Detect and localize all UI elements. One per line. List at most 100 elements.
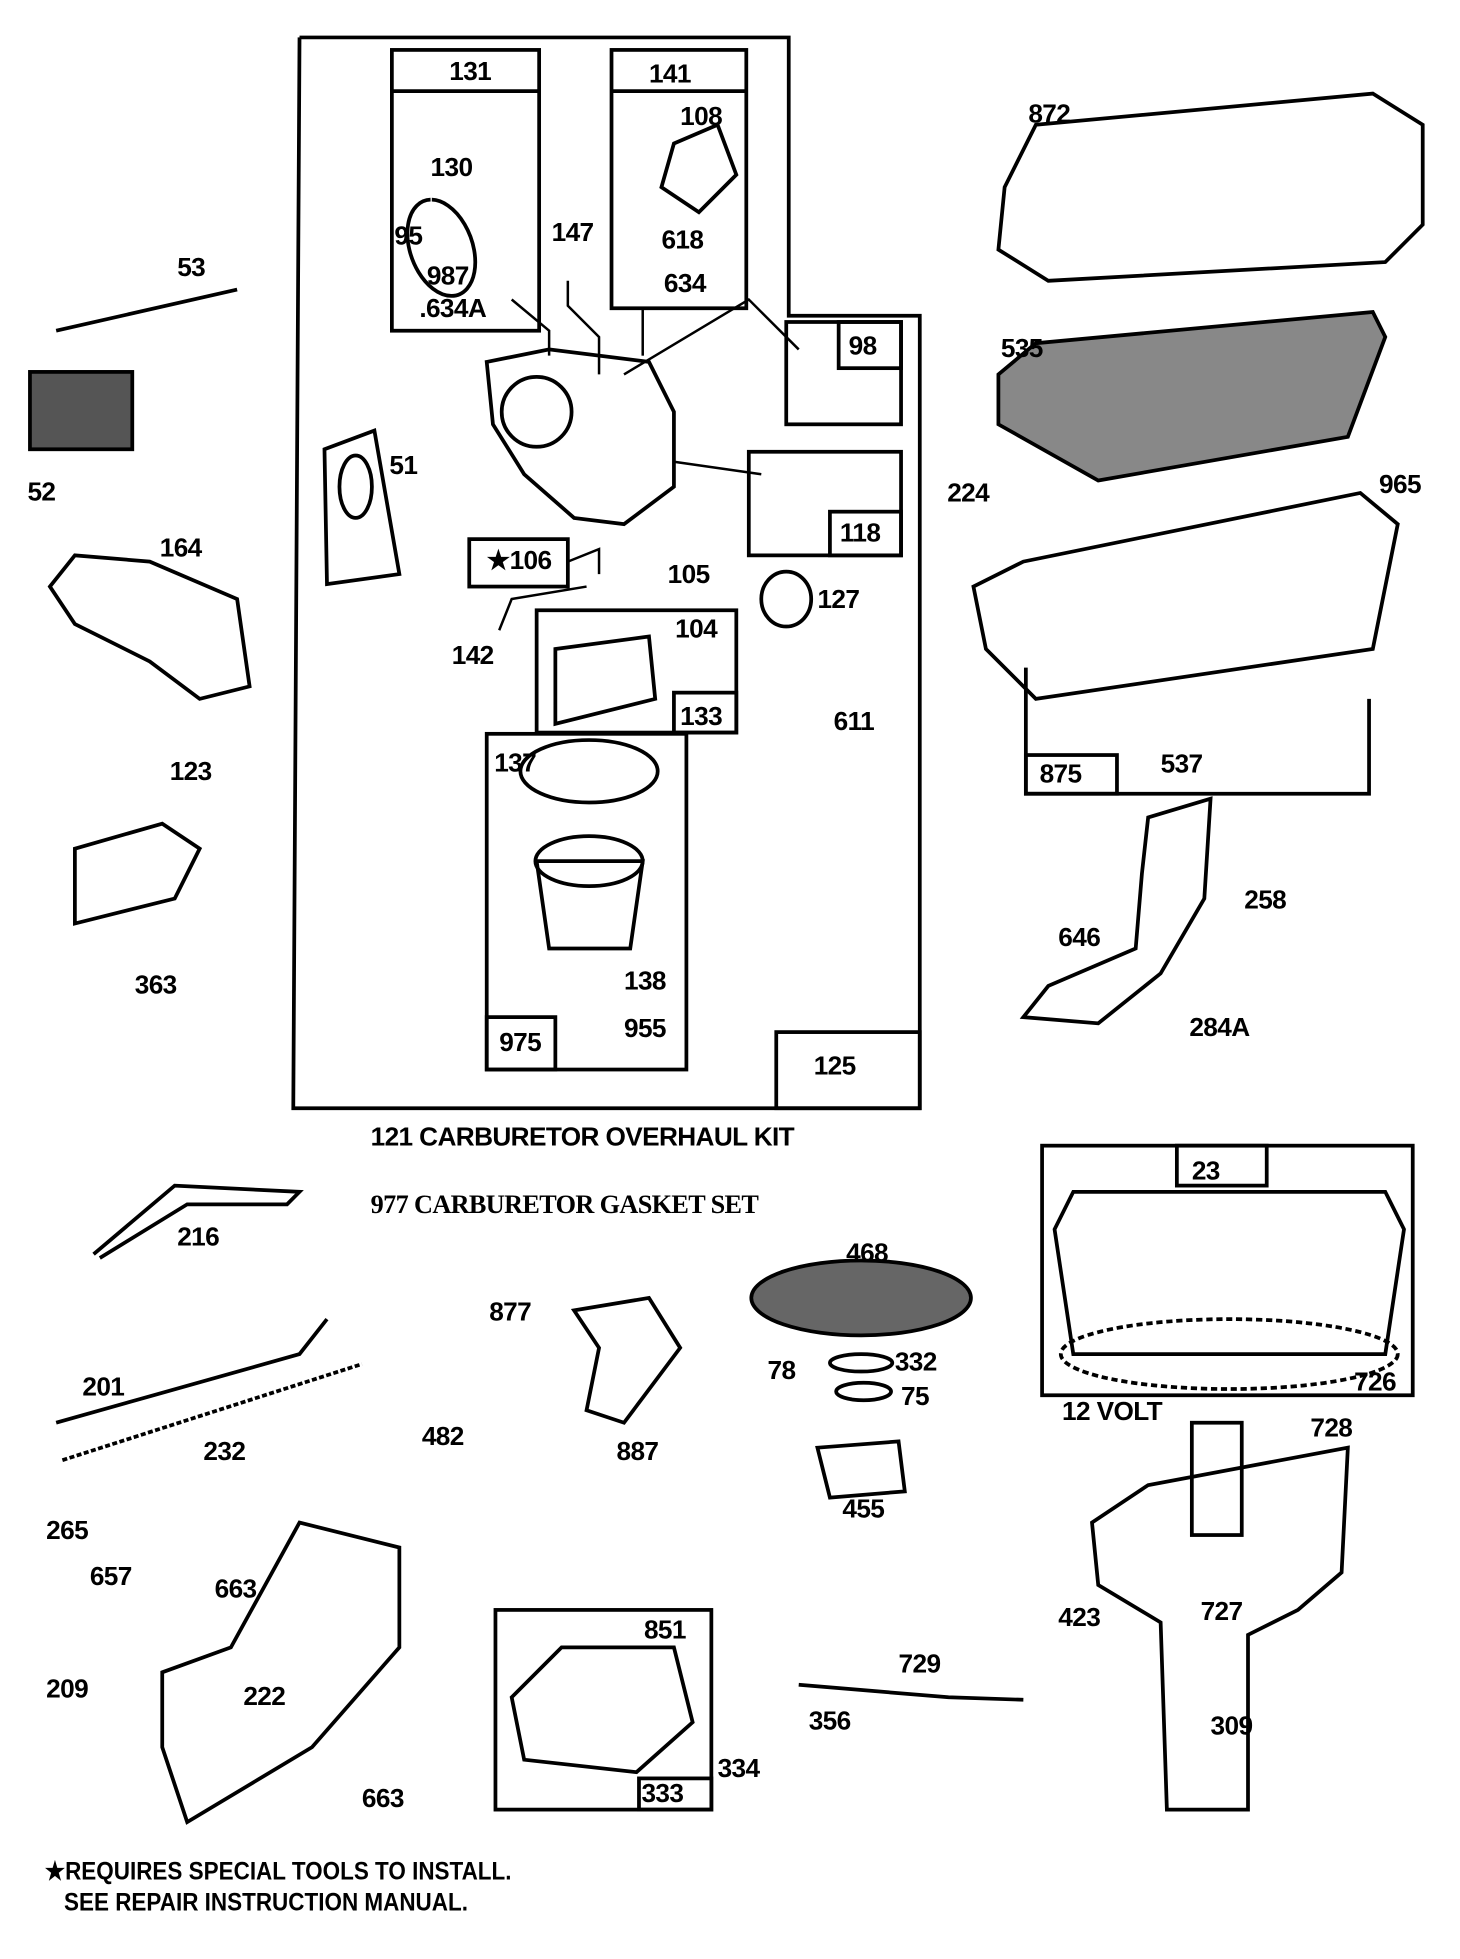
part-label-125: 125	[813, 1052, 856, 1081]
control-bracket-222-part	[160, 1520, 402, 1825]
part-label-728: 728	[1310, 1413, 1353, 1443]
voltage-label: 12 VOLT	[1062, 1397, 1163, 1427]
part-label-363: 363	[134, 970, 177, 1000]
box-333	[493, 1608, 714, 1812]
part-label-468: 468	[846, 1239, 889, 1268]
screen-468-part	[749, 1258, 973, 1338]
part-label-147: 147	[551, 218, 594, 248]
part-label-332: 332	[894, 1347, 937, 1377]
part-label-209: 209	[46, 1674, 89, 1704]
carburetor-frame	[291, 35, 922, 1111]
part-label-965: 965	[1379, 470, 1421, 500]
footnote-line-1: ★REQUIRES SPECIAL TOOLS TO INSTALL.	[44, 1858, 512, 1886]
part-label-108: 108	[680, 102, 723, 132]
ignition-module-887-part	[570, 1295, 683, 1425]
part-label-646: 646	[1058, 923, 1101, 953]
box-118	[746, 449, 903, 558]
part-label-657: 657	[89, 1562, 132, 1592]
part-label-265: 265	[46, 1516, 89, 1546]
rod-201-part	[55, 1317, 329, 1425]
footnote: ★REQUIRES SPECIAL TOOLS TO INSTALL. SEE …	[45, 1857, 512, 1919]
part-label-142: 142	[451, 641, 494, 671]
part-label-258: 258	[1244, 886, 1287, 915]
rod-232-part	[61, 1362, 363, 1462]
part-label-309: 309	[1210, 1712, 1253, 1741]
box-106	[467, 537, 570, 589]
gasket-set-label: 977 CARBURETOR GASKET SET	[370, 1189, 759, 1220]
part-label-618: 618	[661, 225, 704, 255]
overhaul-kit-label: 121 CARBURETOR OVERHAUL KIT	[370, 1123, 795, 1152]
part-label-875: 875	[1039, 760, 1082, 789]
clip-133-part	[553, 634, 658, 727]
part-label-535: 535	[1000, 334, 1043, 364]
part-label-75: 75	[901, 1382, 930, 1412]
part-label-51: 51	[389, 451, 418, 481]
part-label-334: 334	[717, 1754, 760, 1784]
part-label-423: 423	[1058, 1603, 1101, 1633]
diaphragm-130-part	[405, 197, 478, 298]
part-label-53: 53	[177, 253, 206, 283]
part-label-201: 201	[82, 1372, 125, 1402]
cup-455-part	[815, 1439, 907, 1500]
part-label-133: 133	[680, 702, 723, 732]
ring-127-part	[759, 569, 814, 629]
part-label-131: 131	[449, 57, 492, 87]
part-label-123: 123	[169, 757, 212, 787]
part-label-987: 987	[426, 262, 469, 291]
part-label-216: 216	[177, 1223, 220, 1252]
part-label-851: 851	[643, 1616, 686, 1645]
part-label-106: ★106	[486, 546, 552, 576]
part-label-23: 23	[1191, 1156, 1221, 1186]
part-label-634: 634	[663, 269, 706, 299]
part-label-455: 455	[842, 1495, 885, 1524]
flywheel-part	[1052, 1189, 1406, 1356]
link-216-part	[92, 1183, 304, 1260]
part-label-611: 611	[833, 707, 875, 737]
part-label-105: 105	[667, 560, 710, 590]
part-label-333: 333	[641, 1779, 684, 1809]
part-label-130: 130	[430, 153, 473, 183]
part-label-872: 872	[1028, 99, 1071, 129]
gasket-137-part	[518, 738, 660, 805]
intake-164-part	[47, 553, 252, 701]
part-label-118: 118	[839, 519, 881, 548]
part-label-887: 887	[616, 1437, 659, 1467]
part-label-537: 537	[1160, 750, 1203, 779]
bowl-part	[534, 859, 645, 951]
part-label-356: 356	[808, 1707, 851, 1736]
air-cleaner-cover-872-part	[996, 91, 1425, 283]
part-label-727: 727	[1200, 1597, 1243, 1627]
bracket-363-part	[73, 821, 203, 926]
footnote-line-2: SEE REPAIR INSTRUCTION MANUAL.	[64, 1889, 468, 1917]
part-label-52: 52	[27, 477, 56, 507]
part-label-138: 138	[624, 967, 666, 996]
box-125	[774, 1030, 922, 1111]
part-label-975: 975	[499, 1028, 542, 1058]
part-label-224: 224	[947, 479, 990, 508]
gasket-52-part	[28, 370, 135, 452]
part-label-137: 137	[494, 748, 537, 778]
filter-535-part	[996, 310, 1388, 483]
part-label-877: 877	[489, 1297, 532, 1327]
part-label-164: 164	[159, 534, 202, 563]
plate-108-part	[659, 122, 739, 215]
part-label-98: 98	[848, 331, 878, 361]
box-141	[609, 48, 749, 311]
box-131	[390, 48, 542, 333]
shaft-53-part	[55, 287, 238, 333]
part-label-663-bottom: 663	[361, 1784, 404, 1814]
part-label-141: 141	[648, 59, 691, 89]
part-label-222: 222	[243, 1682, 286, 1712]
part-label-634a: .634A	[419, 294, 487, 324]
part-label-104: 104	[675, 615, 718, 644]
box-875	[1023, 667, 1371, 796]
leader-lines	[498, 280, 800, 631]
part-label-729: 729	[898, 1649, 941, 1679]
carburetor-body-part	[484, 347, 676, 527]
part-label-232: 232	[203, 1437, 246, 1467]
bracket-646-part	[1019, 796, 1213, 1026]
wire-729-part	[798, 1682, 1024, 1702]
part-label-127: 127	[817, 585, 860, 615]
part-label-482: 482	[421, 1422, 464, 1452]
